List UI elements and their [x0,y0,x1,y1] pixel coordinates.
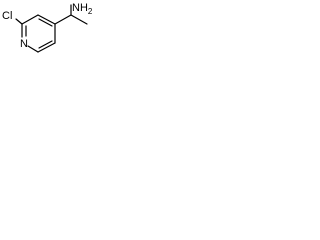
amine-label: NH2 [72,2,93,16]
amine-nh: NH [72,2,88,14]
bond-c5-c6-inner [38,40,53,49]
structure-drawing: Cl N NH2 [2,2,93,53]
bond-c2-c3 [21,14,39,25]
bond-c6-n1 [27,45,39,53]
bond-c5-c6 [37,42,56,53]
molecule-diagram: Cl N NH2 [0,0,104,69]
chlorine-label: Cl [2,10,12,22]
bond-c3-c4 [37,14,56,25]
bond-ch-ch3 [70,14,88,25]
bond-c2-cl [15,18,23,25]
bond-c4-ch [54,14,72,25]
amine-subscript: 2 [88,7,93,16]
bond-c3-c4-inner [38,18,53,27]
ring-nitrogen-label: N [20,38,28,50]
